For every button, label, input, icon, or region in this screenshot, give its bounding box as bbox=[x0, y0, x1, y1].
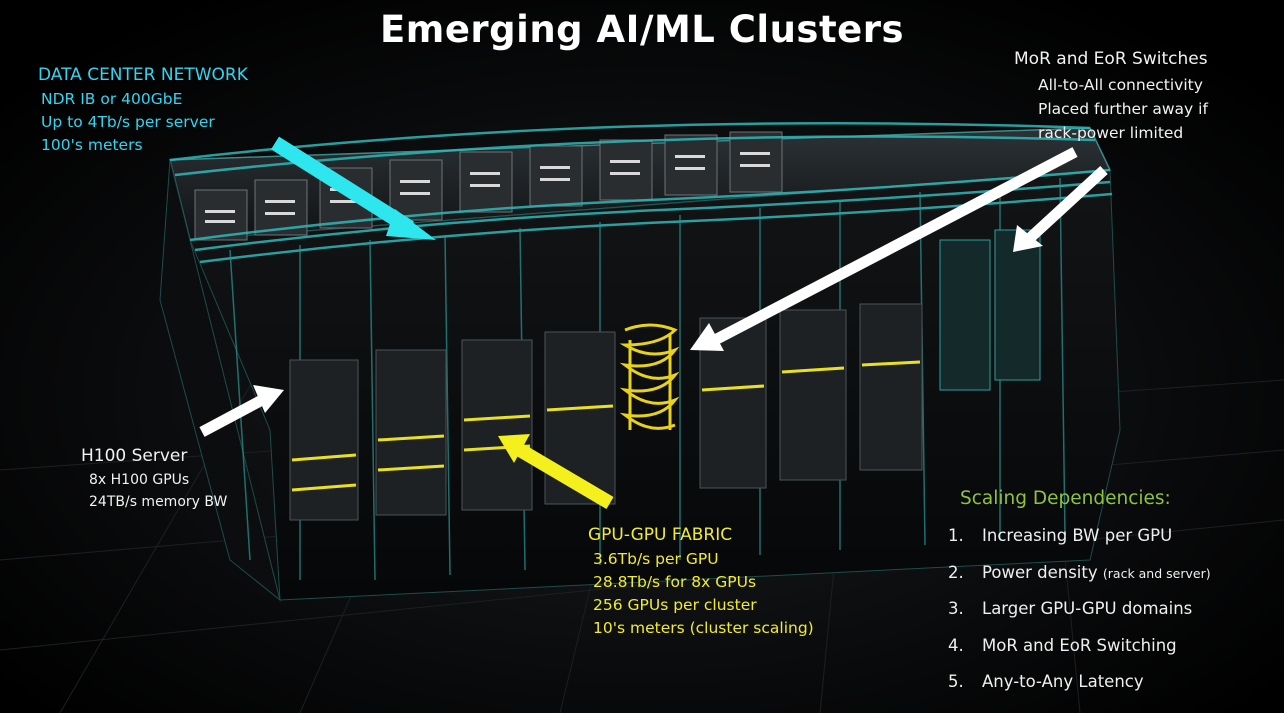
white-arrow-mor bbox=[690, 147, 1078, 351]
fabric-line-2: 28.8Tb/s for 8x GPUs bbox=[593, 573, 757, 591]
yellow-arrow bbox=[498, 434, 614, 510]
dcn-line-2: Up to 4Tb/s per server bbox=[41, 113, 215, 131]
dcn-line-1: NDR IB or 400GbE bbox=[41, 90, 183, 108]
scaling-item: 1. Increasing BW per GPU bbox=[948, 526, 1211, 563]
scaling-item-text: MoR and EoR Switching bbox=[982, 635, 1177, 655]
eor-switch-racks bbox=[939, 229, 1041, 391]
h100-line-2: 24TB/s memory BW bbox=[89, 494, 228, 510]
scaling-item-number: 2. bbox=[948, 562, 964, 582]
rack-side bbox=[159, 159, 281, 602]
roof-switches bbox=[194, 131, 783, 241]
scaling-item-number: 1. bbox=[948, 526, 964, 545]
fabric-line-1: 3.6Tb/s per GPU bbox=[593, 550, 719, 568]
scaling-item-number: 3. bbox=[948, 599, 964, 618]
fabric-line-4: 10's meters (cluster scaling) bbox=[593, 619, 814, 637]
scaling-item-text: Larger GPU-GPU domains bbox=[982, 599, 1193, 618]
fabric-line-3: 256 GPUs per cluster bbox=[593, 596, 757, 614]
mor-eor-line-2: Placed further away if bbox=[1038, 100, 1208, 118]
mor-eor-line-1: All-to-All connectivity bbox=[1038, 76, 1203, 94]
scaling-item-note: (rack and server) bbox=[1102, 565, 1211, 581]
white-arrow-eor bbox=[1013, 165, 1108, 252]
scaling-item: 2. Power density (rack and server) bbox=[948, 563, 1211, 600]
scaling-item-text: Increasing BW per GPU bbox=[982, 526, 1173, 545]
mor-eor-line-3: rack-power limited bbox=[1038, 124, 1184, 142]
mor-eor-heading: MoR and EoR Switches bbox=[1014, 49, 1208, 69]
scaling-item: 3. Larger GPU-GPU domains bbox=[948, 599, 1211, 636]
scaling-item: 4. MoR and EoR Switching bbox=[948, 636, 1211, 673]
fabric-heading: GPU-GPU FABRIC bbox=[588, 525, 733, 545]
dcn-heading: DATA CENTER NETWORK bbox=[38, 65, 248, 85]
roof-switch-ports bbox=[205, 152, 770, 223]
cyan-arrow bbox=[271, 136, 436, 240]
page-title: Emerging AI/ML Clusters bbox=[380, 8, 904, 51]
scaling-item-number: 5. bbox=[948, 672, 964, 691]
fabric-switch-coil bbox=[619, 323, 680, 430]
server-racks bbox=[289, 303, 923, 521]
scaling-item-text: Any-to-Any Latency bbox=[982, 672, 1144, 691]
h100-line-1: 8x H100 GPUs bbox=[89, 472, 190, 488]
scaling-heading: Scaling Dependencies: bbox=[960, 488, 1171, 509]
scaling-item-number: 4. bbox=[948, 635, 964, 655]
dcn-line-3: 100's meters bbox=[41, 136, 143, 154]
scaling-item: 5. Any-to-Any Latency bbox=[948, 672, 1211, 709]
white-arrow-server bbox=[199, 385, 284, 437]
scaling-item-text: Power density bbox=[982, 562, 1098, 582]
h100-heading: H100 Server bbox=[81, 446, 188, 466]
scaling-list: 1. Increasing BW per GPU 2. Power density … bbox=[948, 526, 1211, 709]
